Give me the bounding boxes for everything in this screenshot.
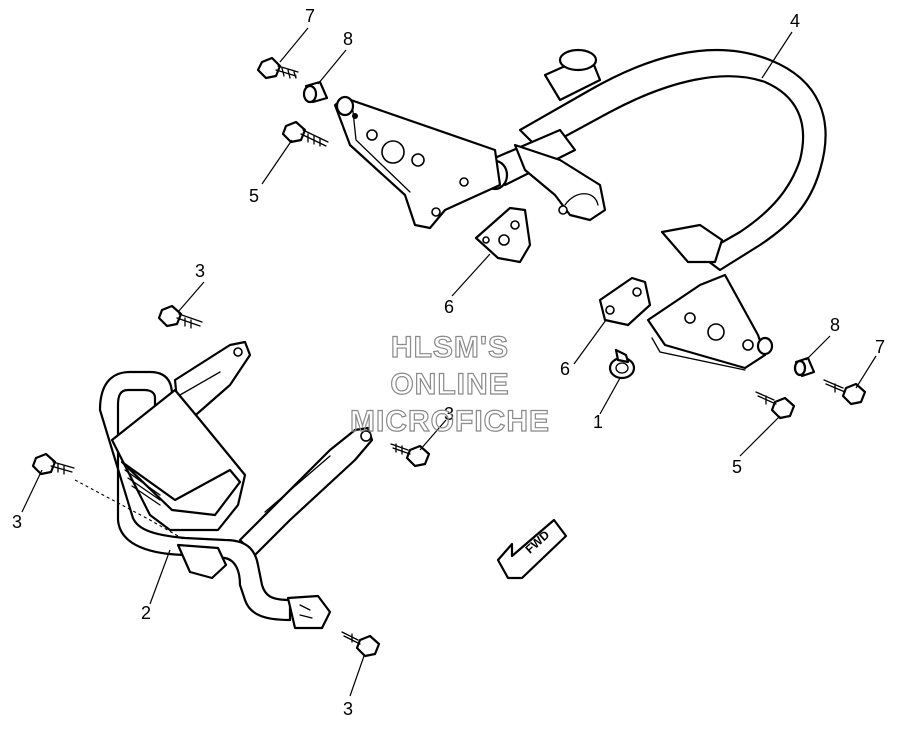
callout-2: 2 [141,603,151,623]
callout-6-top: 6 [444,297,454,317]
callout-8-right: 8 [830,315,840,335]
bushing-top [335,95,358,119]
leader-lines [21,27,877,697]
callout-7-top: 7 [305,6,315,26]
callout-3-left: 3 [12,512,22,532]
callout-labels: 7 8 4 5 6 3 6 8 7 1 3 5 3 2 3 [12,6,885,719]
callout-5-right: 5 [732,457,742,477]
callout-3-mid: 3 [444,404,454,424]
bolt-part-5-top [281,120,329,147]
bolt-part-3-bottom [341,631,381,658]
callout-8-top: 8 [343,29,353,49]
callout-5-top: 5 [249,186,259,206]
bolt-part-3-left [31,452,75,476]
fwd-arrow-icon [496,518,568,580]
plate-part-6-upper [474,206,532,264]
front-guard-part-2 [74,340,374,630]
bolt-part-7-top [256,56,299,80]
bushing-right [756,336,774,356]
callout-3-bottom: 3 [343,699,353,719]
clamp-part-1 [608,348,636,380]
bolt-part-3-mid [390,443,431,468]
callout-4: 4 [790,11,800,31]
watermark: HLSM'S ONLINE MICROFICHE [349,330,550,438]
callout-7-right: 7 [875,337,885,357]
bolt-part-5-right [755,391,796,420]
watermark-line-3: MICROFICHE [350,405,550,438]
forward-direction-arrow: FWD [496,518,568,580]
watermark-line-1: HLSM'S [391,331,509,364]
guard-frame-part-4 [333,48,827,371]
callout-3-upper-left: 3 [195,261,205,281]
watermark-line-2: ONLINE [390,368,509,401]
collar-part-8-right [793,356,816,378]
bolt-part-3-upper-left [157,304,203,329]
bolt-part-7-right [823,379,867,406]
collar-part-8-top [302,80,329,104]
callout-6-right: 6 [560,359,570,379]
plate-part-6-right [598,276,652,327]
callout-1: 1 [593,412,603,432]
